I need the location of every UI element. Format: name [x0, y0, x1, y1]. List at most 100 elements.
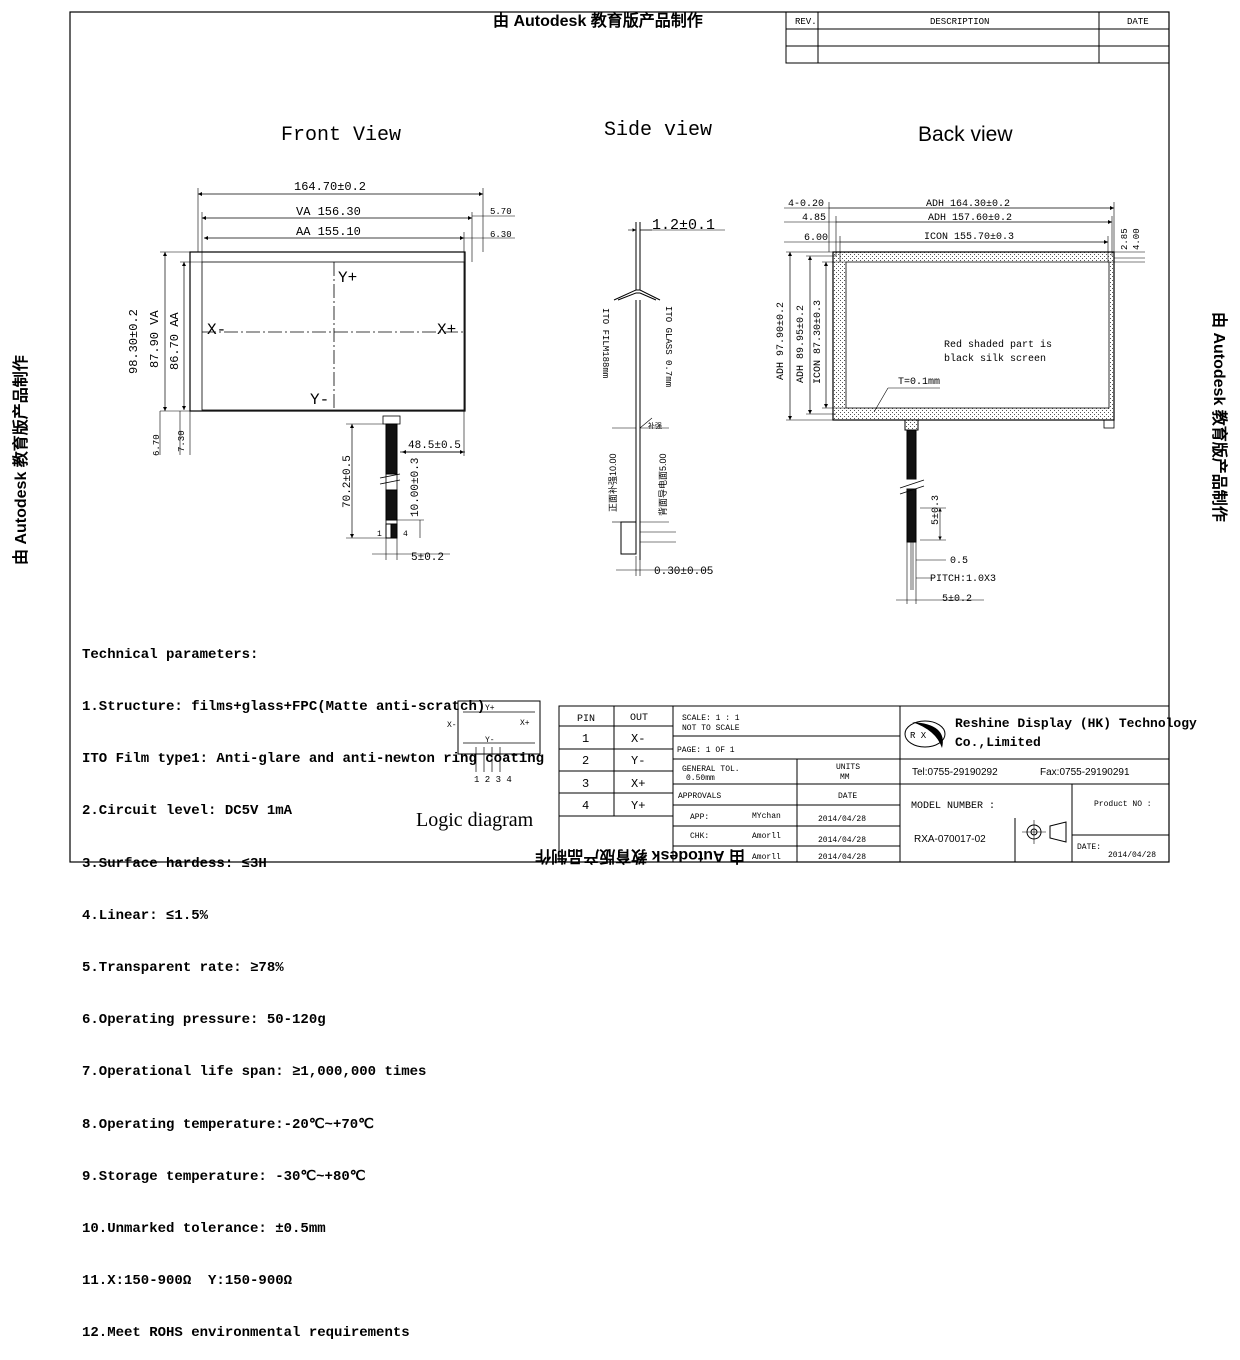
back-note-line-2: black silk screen [944, 353, 1046, 365]
watermark-bottom: 由 Autodesk 教育版产品制作 [535, 847, 745, 866]
side-ito-glass: ITO GLASS 0.7mm [663, 306, 673, 387]
side-label-front-stiffener: 正面补强10.00 [607, 453, 618, 512]
front-width-dim: 164.70±0.2 [294, 180, 366, 194]
logic-xminus: X- [447, 721, 457, 730]
side-ito-film: ITO FILM188mm [600, 308, 610, 378]
company-name-line-2: Co.,Limited [955, 735, 1041, 750]
tech-line-structure: 1.Structure: films+glass+FPC(Matte anti-… [82, 699, 486, 716]
back-view [784, 202, 1145, 604]
back-adh-height-2: ADH 89.95±0.2 [796, 305, 807, 383]
company-name-line-1: Reshine Display (HK) Technology [955, 716, 1197, 731]
pin-header: PIN [577, 714, 595, 725]
front-fpc-tail: 10.00±0.3 [410, 458, 422, 517]
drawing-sheet: 由 Autodesk 教育版产品制作 由 Autodesk 教育版产品制作 由 … [11, 11, 1229, 866]
back-adh-width-1: ADH 164.30±0.2 [926, 199, 1010, 210]
front-aa-offset: 6.30 [490, 230, 512, 240]
general-tolerance-label: GENERAL TOL. [682, 765, 740, 774]
tech-line-title: Technical parameters: [82, 646, 259, 663]
back-thickness-note: T=0.1mm [898, 377, 940, 388]
description-header: DESCRIPTION [930, 17, 989, 27]
tech-line-linear: 4.Linear: ≤1.5% [82, 907, 209, 924]
pin-row-3-pin: 3 [582, 777, 589, 791]
logic-xplus: X+ [520, 719, 530, 728]
front-fpc-offset: 48.5±0.5 [408, 440, 461, 452]
units-value: MM [840, 773, 850, 782]
front-pin-1: 1 [377, 530, 382, 539]
chk-date: 2014/04/28 [818, 836, 866, 845]
pin-row-1-out: X- [631, 732, 645, 746]
front-view [159, 188, 515, 560]
units-label: UNITS [836, 763, 860, 772]
back-adh-width-2: ADH 157.60±0.2 [928, 213, 1012, 224]
front-bottom-offset-2: 7.30 [177, 430, 187, 452]
pin-row-4-pin: 4 [582, 799, 589, 813]
rev-header: REV. [795, 17, 817, 27]
tech-line-circuit: 2.Circuit level: DC5V 1mA [82, 803, 293, 820]
revision-table [785, 11, 1170, 64]
back-pitch: PITCH:1.0X3 [930, 574, 996, 585]
back-offset-2: 4.85 [802, 213, 826, 224]
tech-line-operating-temp: 8.Operating temperature:-20℃~+70℃ [82, 1116, 374, 1133]
page-label: PAGE: 1 OF 1 [677, 746, 735, 755]
back-offset-1: 4-0.20 [788, 199, 824, 210]
front-axis-yminus: Y- [310, 391, 329, 409]
company-logo: R X [904, 720, 946, 748]
product-number-label: Product NO : [1094, 800, 1152, 809]
front-aa-height: 86.70 AA [168, 312, 182, 370]
drw-name: Amorll [752, 853, 781, 862]
side-view-title: Side view [604, 119, 712, 142]
logic-yplus: Y+ [485, 704, 495, 713]
pin-row-4-out: Y+ [631, 799, 645, 813]
model-number-label: MODEL NUMBER : [911, 801, 995, 812]
pin-row-1-pin: 1 [582, 732, 589, 746]
front-axis-yplus: Y+ [338, 269, 357, 287]
tech-line-rohs: 12.Meet ROHS environmental requirements [82, 1325, 410, 1342]
chk-name: Amorll [752, 832, 781, 841]
tech-line-tolerance: 10.Unmarked tolerance: ±0.5mm [82, 1221, 326, 1238]
watermark-right: 由 Autodesk 教育版产品制作 [1210, 312, 1229, 522]
back-icon-height: ICON 87.30±0.3 [813, 300, 824, 384]
pin-row-2-pin: 2 [582, 754, 589, 768]
date-value: 2014/04/28 [1108, 851, 1156, 860]
front-va-offset: 5.70 [490, 207, 512, 217]
front-axis-xplus: X+ [437, 321, 456, 339]
back-right-offset-1: 2.85 [1120, 228, 1130, 250]
tech-line-hardness: 3.Surface hardess: ≤3H [82, 855, 267, 872]
tech-line-transparent: 5.Transparent rate: ≥78% [82, 960, 284, 977]
back-icon-width: ICON 155.70±0.3 [924, 232, 1014, 243]
watermark-top: 由 Autodesk 教育版产品制作 [493, 11, 703, 30]
pin-row-3-out: X+ [631, 777, 645, 791]
tech-line-resistance: 11.X:150-900Ω Y:150-900Ω [82, 1273, 293, 1290]
app-name: MYchan [752, 812, 781, 821]
app-label: APP: [690, 813, 709, 822]
general-tolerance-value: 0.50mm [686, 774, 715, 783]
watermark-left: 由 Autodesk 教育版产品制作 [11, 355, 30, 565]
back-fpc-tail: 5±0.3 [931, 495, 942, 525]
back-view-title: Back view [918, 123, 1013, 146]
front-height-dim: 98.30±0.2 [127, 309, 141, 374]
company-fax: Fax:0755-29190291 [1040, 767, 1130, 778]
side-label-back-conductive: 背面导电面5.00 [657, 453, 668, 516]
back-pin-width: 0.5 [950, 556, 968, 567]
front-fpc-width: 5±0.2 [411, 552, 444, 564]
back-right-offset-2: 4.00 [1132, 228, 1142, 250]
drw-date: 2014/04/28 [818, 853, 866, 862]
pin-row-2-out: Y- [631, 754, 645, 768]
approvals-date-label: DATE [838, 792, 857, 801]
front-va-width: VA 156.30 [296, 205, 361, 219]
date-header: DATE [1127, 17, 1149, 27]
tech-line-life-span: 7.Operational life span: ≥1,000,000 time… [82, 1064, 427, 1081]
tech-line-ito-film: ITO Film type1: Anti-glare and anti-newt… [82, 751, 545, 768]
title-block [558, 705, 1170, 863]
tech-line-pressure: 6.Operating pressure: 50-120g [82, 1012, 326, 1029]
scale-label: SCALE: 1 : 1 [682, 714, 740, 723]
front-va-height: 87.90 VA [148, 310, 162, 368]
out-header: OUT [630, 713, 648, 724]
company-tel: Tel:0755-29190292 [912, 767, 998, 778]
logic-diagram [457, 700, 541, 772]
back-offset-3: 6.00 [804, 233, 828, 244]
side-tail-dim: 0.30±0.05 [654, 566, 713, 578]
logic-pins: 1 2 3 4 [474, 775, 512, 785]
back-note-line-1: Red shaded part is [944, 339, 1052, 351]
front-aa-width: AA 155.10 [296, 225, 361, 239]
